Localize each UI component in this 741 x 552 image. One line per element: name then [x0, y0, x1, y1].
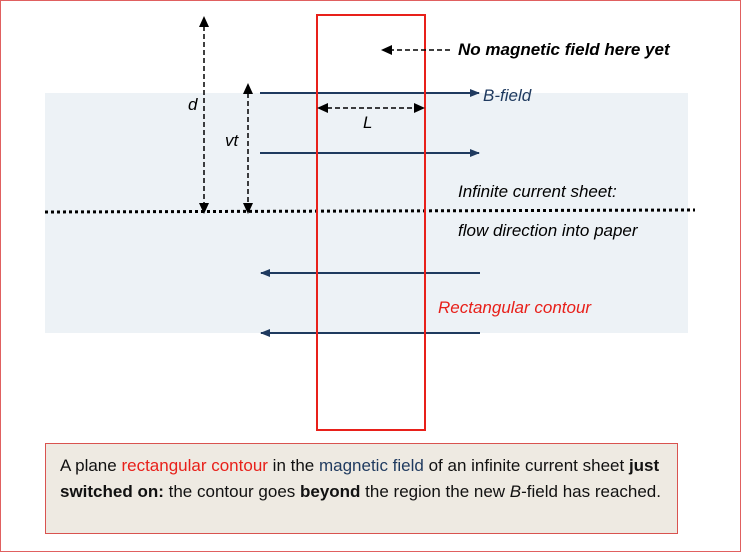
rectangular-contour — [316, 14, 426, 431]
l-arrow-head-left — [317, 103, 328, 113]
caption-bold-beyond: beyond — [300, 482, 361, 501]
l-label: L — [363, 113, 373, 132]
caption-text-5: the region the new — [360, 482, 510, 501]
caption-text-6: -field has reached. — [521, 482, 661, 501]
sheet-label-line1: Infinite current sheet: — [458, 182, 617, 201]
vt-arrow-head-top — [243, 83, 253, 94]
d-arrow-head-top — [199, 16, 209, 27]
no-field-arrow-head — [381, 45, 392, 55]
caption-text-3: of an infinite current sheet — [423, 456, 629, 475]
l-arrow-head-right — [414, 103, 425, 113]
field-region — [45, 93, 688, 333]
current-sheet-line — [44, 208, 696, 214]
d-label: d — [188, 95, 198, 114]
caption-highlight-contour: rectangular contour — [121, 456, 268, 475]
caption-highlight-field: magnetic field — [318, 456, 424, 475]
vt-arrow-head-bottom — [243, 203, 253, 214]
caption-italic-b: B — [509, 482, 522, 501]
caption-text-4: the contour goes — [163, 482, 300, 501]
caption-bold-switched-on: just switched on: — [60, 456, 660, 501]
d-arrow-head-bottom — [199, 203, 209, 214]
b-field-label: B-field — [483, 86, 532, 105]
contour-label: Rectangular contour — [438, 298, 592, 317]
vt-label: vt — [225, 131, 239, 150]
caption-box: A plane rectangular contour in the magne… — [45, 443, 678, 534]
caption-text-1: A plane — [60, 456, 122, 475]
no-field-label: No magnetic field here yet — [458, 40, 670, 59]
caption-text-2: in the — [267, 456, 319, 475]
sheet-label-line2: flow direction into paper — [458, 221, 638, 240]
